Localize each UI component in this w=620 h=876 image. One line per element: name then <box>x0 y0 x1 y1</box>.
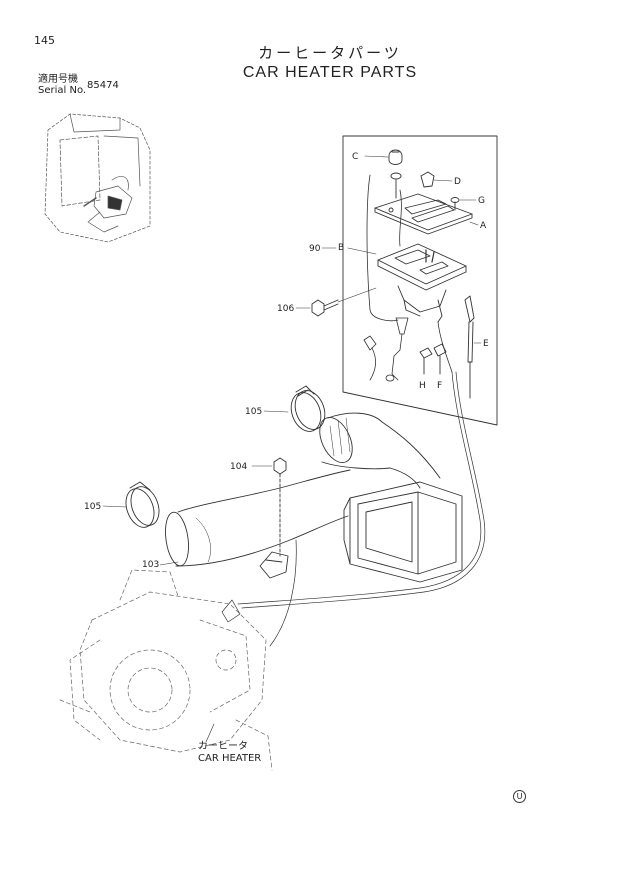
caption-english: CAR HEATER <box>198 753 262 764</box>
leader-car-heater <box>205 723 215 743</box>
callout-105-upper: 105 <box>245 407 262 417</box>
serial-label-japanese: 適用号機 <box>38 74 78 85</box>
callout-105-lower: 105 <box>84 502 101 512</box>
serial-number: 85474 <box>87 80 119 91</box>
callout-a: A <box>480 221 487 231</box>
callout-e: E <box>483 339 489 349</box>
callout-104: 104 <box>230 462 247 472</box>
part-c-knob <box>388 149 403 165</box>
part-f-connector <box>433 343 447 375</box>
leader-a <box>469 221 479 226</box>
part-g-screw <box>450 197 460 211</box>
part-d-knob <box>420 171 435 188</box>
part-b-control-assembly <box>377 243 467 323</box>
part-a-cover-plate <box>374 193 473 235</box>
callout-g: G <box>478 196 485 206</box>
page-number: 145 <box>34 34 55 47</box>
part-105-clamp-lower <box>125 481 160 528</box>
heater-duct <box>319 412 463 583</box>
part-e-sensor <box>464 295 475 399</box>
caption-japanese: カーヒータ <box>198 741 248 752</box>
page-title: CAR HEATER PARTS <box>242 64 418 81</box>
callout-103: 103 <box>142 560 159 570</box>
callout-b: B <box>338 243 344 253</box>
callout-90: 90 <box>309 244 321 254</box>
control-cables <box>363 174 453 382</box>
leader-106-target <box>337 287 377 303</box>
duct-elbow-103 <box>165 469 351 567</box>
leader-105-upper <box>263 410 289 413</box>
part-104-bolt <box>259 457 289 579</box>
callout-c: C <box>352 152 358 162</box>
page-title-japanese: カーヒータパーツ <box>258 44 402 62</box>
leader-b <box>347 247 377 255</box>
car-heater-caption: カーヒータ CAR HEATER <box>198 741 261 765</box>
cable-runs <box>221 371 486 647</box>
leader-105-lower <box>102 505 127 508</box>
part-washer <box>390 172 402 199</box>
leader-d <box>433 179 453 182</box>
callout-f: F <box>437 381 442 391</box>
callout-h: H <box>419 381 426 391</box>
leader-103 <box>159 561 179 566</box>
serial-label-english: Serial No. <box>38 85 87 96</box>
callout-d: D <box>454 177 461 187</box>
cab-location-illustration <box>44 113 151 243</box>
page-mark: U <box>513 790 526 803</box>
part-106-bolt <box>311 299 339 317</box>
leader-c <box>364 155 389 158</box>
callout-106: 106 <box>277 304 294 314</box>
part-105-clamp-upper <box>290 385 326 432</box>
part-h-connector <box>419 347 433 375</box>
panel-group-outline <box>342 135 498 426</box>
serial-label: 適用号機 Serial No. <box>38 74 86 96</box>
engine-illustration <box>59 569 273 771</box>
